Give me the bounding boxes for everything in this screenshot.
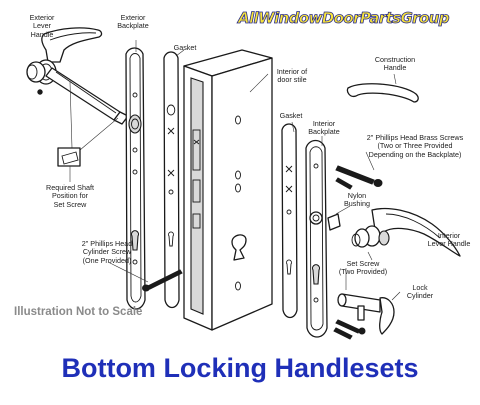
set-screws [333, 319, 366, 340]
door-stile [183, 49, 273, 331]
page-title: Bottom Locking Handlesets [61, 353, 419, 383]
label-gasket-left: Gasket [173, 43, 197, 52]
scale-note: Illustration Not to Scale [14, 306, 143, 318]
label-cylinder-screw: 2" Phillips Head Cylinder Screw (One Pro… [81, 239, 133, 265]
label-exterior-lever-handle: Exterior Lever Handle [29, 13, 55, 39]
label-nylon-bushing: Nylon Bushing [344, 191, 370, 209]
label-interior-door-stile: Interior of door stile [276, 67, 308, 85]
label-interior-backplate: Interior Backplate [308, 119, 340, 137]
label-gasket-right: Gasket [279, 111, 303, 120]
label-required-shaft: Required Shaft Position for Set Screw [46, 183, 94, 209]
label-brass-screws: 2" Phillips Head Brass Screws (Two or Th… [366, 133, 464, 159]
brass-screws-top [335, 151, 383, 190]
interior-lever-handle [351, 207, 461, 261]
label-lock-cylinder: Lock Cylinder [406, 283, 434, 301]
label-set-screw: Set Screw (Two Provided) [338, 259, 388, 277]
interior-backplate [305, 136, 328, 338]
label-exterior-backplate: Exterior Backplate [117, 13, 149, 31]
spindle-shaft [45, 67, 129, 182]
gasket-left [163, 49, 185, 309]
cylinder-screw [107, 261, 183, 292]
exterior-backplate [125, 40, 146, 310]
construction-handle [346, 73, 419, 103]
brand-logo: AllWindowDoorPartsGroup [238, 9, 450, 28]
gasket-right [281, 121, 298, 319]
nylon-bushing [327, 205, 351, 231]
label-interior-lever-handle: Interior Lever Handle [427, 231, 471, 249]
label-construction-handle: Construction Handle [374, 55, 416, 73]
lock-cylinder [337, 291, 401, 335]
